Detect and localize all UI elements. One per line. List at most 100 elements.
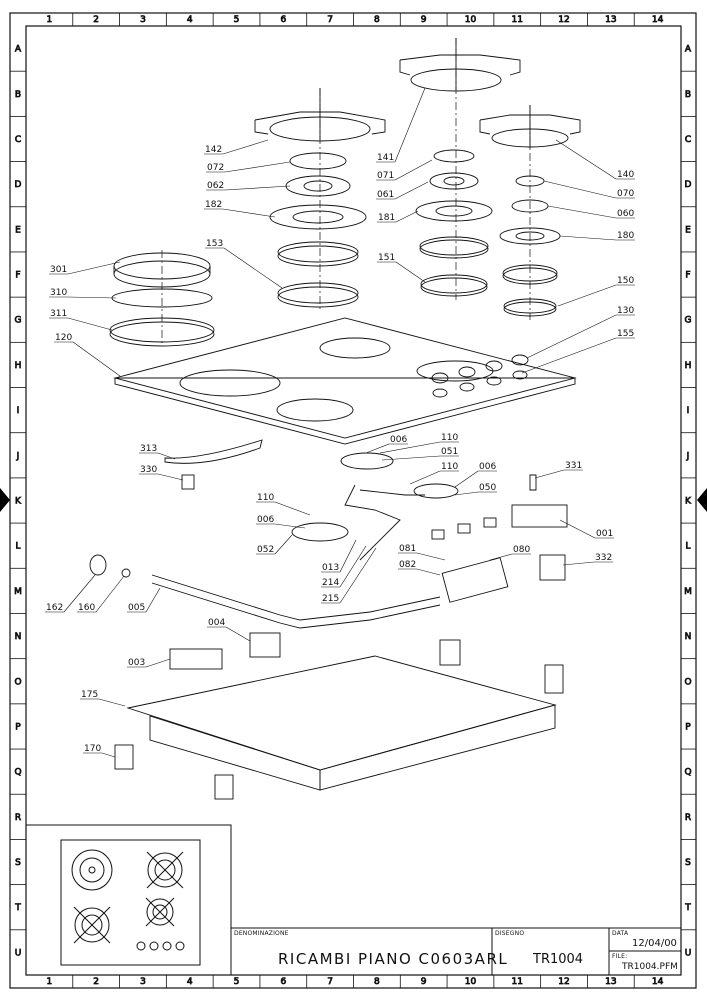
leader-line (339, 547, 377, 604)
drawing-date: 12/04/00 (632, 938, 677, 949)
part-label-214: 214 (322, 578, 339, 588)
left-center-arrow (0, 488, 10, 512)
part-label-182: 182 (205, 200, 222, 210)
row-label-right: T (684, 903, 691, 913)
column-label-top: 9 (421, 15, 427, 25)
row-label-left: K (15, 497, 22, 507)
leader-line (101, 752, 116, 758)
title-block-lines (230, 927, 681, 975)
leader-line (225, 626, 251, 642)
part-label-110: 110 (257, 493, 274, 503)
column-label-bottom: 13 (605, 977, 616, 987)
leader-line (555, 139, 617, 180)
row-label-right: L (685, 542, 690, 552)
row-label-right: R (685, 813, 691, 823)
part-label-052: 052 (257, 545, 274, 555)
leader-line (547, 205, 617, 219)
leader-line (224, 161, 291, 173)
part-label-070: 070 (617, 189, 634, 199)
part-label-313: 313 (140, 444, 157, 454)
part-label-005: 005 (128, 603, 145, 613)
part-label-130: 130 (617, 306, 634, 316)
leader-line (63, 574, 96, 613)
leader-line (145, 587, 161, 613)
drawing-code: TR1004 (533, 952, 584, 967)
column-label-bottom: 8 (374, 977, 380, 987)
leader-line (454, 470, 479, 488)
leader-line (274, 501, 311, 516)
row-label-right: B (685, 90, 691, 100)
row-label-right: J (686, 451, 690, 461)
leader-line (72, 341, 121, 377)
row-label-left: N (15, 632, 22, 642)
leader-line (274, 523, 306, 529)
leader-line (394, 181, 429, 200)
part-label-175: 175 (81, 690, 98, 700)
column-label-bottom: 4 (187, 977, 193, 987)
column-label-top: 10 (465, 15, 477, 25)
part-label-071: 071 (377, 171, 394, 181)
column-label-top: 14 (652, 15, 664, 25)
part-label-153: 153 (206, 239, 223, 249)
row-label-left: B (15, 90, 21, 100)
part-label-051: 051 (441, 447, 458, 457)
leader-line (145, 658, 171, 668)
row-label-left: H (15, 361, 22, 371)
leader-line (224, 185, 291, 191)
column-label-top: 7 (327, 15, 333, 25)
leader-line (67, 261, 121, 275)
row-label-left: T (14, 903, 21, 913)
leader-line (223, 247, 283, 289)
data-label: DATA (612, 930, 629, 937)
part-label-003: 003 (128, 658, 145, 668)
leader-line (409, 470, 441, 485)
row-label-right: I (687, 406, 690, 416)
part-label-004: 004 (208, 618, 225, 628)
leader-line (98, 698, 126, 707)
column-label-top: 13 (605, 15, 616, 25)
column-label-bottom: 10 (465, 977, 477, 987)
row-label-left: P (15, 722, 21, 732)
leader-line (379, 441, 441, 454)
row-label-right: F (685, 271, 690, 281)
part-label-080: 080 (513, 545, 530, 555)
part-label-006: 006 (390, 435, 407, 445)
part-label-062: 062 (207, 181, 224, 191)
row-label-right: A (685, 45, 692, 55)
hob-symbol-frame (25, 824, 232, 976)
part-label-140: 140 (617, 170, 634, 180)
parts-artwork (89, 38, 581, 800)
leader-line (559, 235, 617, 241)
column-label-bottom: 1 (47, 977, 53, 987)
part-label-160: 160 (78, 603, 95, 613)
part-label-141: 141 (377, 153, 394, 163)
part-label-120: 120 (55, 333, 72, 343)
part-label-332: 332 (595, 553, 612, 563)
drawing-border (9, 12, 697, 989)
part-label-110: 110 (441, 433, 458, 443)
row-label-left: M (14, 587, 22, 597)
column-label-top: 2 (93, 15, 99, 25)
part-label-013: 013 (322, 563, 339, 573)
part-label-081: 081 (399, 544, 416, 554)
part-label-170: 170 (84, 744, 101, 754)
leader-line (394, 159, 433, 181)
part-label-001: 001 (596, 529, 613, 539)
leader-line (274, 534, 293, 555)
leader-line (67, 296, 117, 299)
row-label-left: F (15, 271, 20, 281)
leader-line (95, 575, 125, 613)
part-label-006: 006 (479, 462, 496, 472)
column-label-bottom: 11 (512, 977, 523, 987)
column-label-top: 11 (512, 15, 523, 25)
part-label-142: 142 (205, 145, 222, 155)
leader-line (339, 545, 367, 588)
part-label-082: 082 (399, 560, 416, 570)
part-label-180: 180 (617, 231, 634, 241)
column-label-bottom: 3 (140, 977, 146, 987)
row-label-right: P (685, 722, 691, 732)
part-number-labels: 1420720621821531410710611811511400700601… (46, 145, 634, 754)
row-label-right: D (685, 180, 692, 190)
